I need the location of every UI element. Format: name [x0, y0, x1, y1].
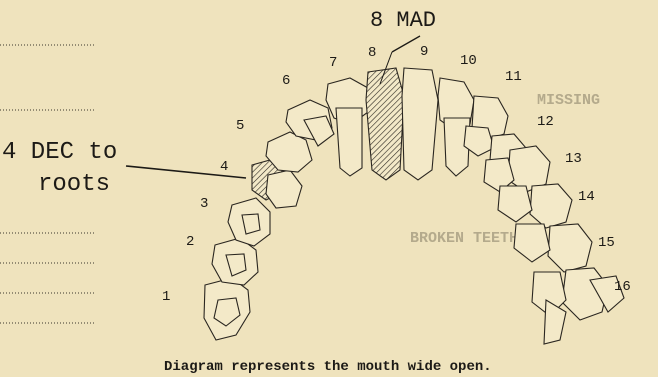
tooth-number-14: 14	[578, 189, 595, 205]
teeth-front	[326, 68, 474, 180]
tooth-number-10: 10	[460, 53, 477, 69]
annotation-8-mad: 8 MAD	[370, 8, 436, 33]
tooth-number-3: 3	[200, 196, 208, 212]
pointer-line-8	[392, 36, 420, 52]
annotation-4-dec-line1: 4 DEC to	[2, 139, 117, 166]
annotation-4-dec-line2: roots	[38, 171, 110, 198]
tooth-number-4: 4	[220, 159, 228, 175]
tooth-number-2: 2	[186, 234, 194, 250]
tooth-number-5: 5	[236, 118, 244, 134]
teeth-left	[204, 100, 334, 340]
tooth-number-6: 6	[282, 73, 290, 89]
tooth-number-12: 12	[537, 114, 554, 130]
tooth-number-8: 8	[368, 45, 376, 61]
faded-broken-heading: BROKEN TEETH	[410, 230, 518, 247]
tooth-number-13: 13	[565, 151, 582, 167]
diagram-caption: Diagram represents the mouth wide open.	[164, 359, 492, 375]
tooth-number-15: 15	[598, 235, 615, 251]
teeth-right	[464, 96, 624, 344]
tooth-number-11: 11	[505, 69, 522, 85]
tooth-number-16: 16	[614, 279, 631, 295]
faded-missing-heading: MISSING	[537, 92, 600, 109]
tooth-number-7: 7	[329, 55, 337, 71]
tooth-number-9: 9	[420, 44, 428, 60]
tooth-number-1: 1	[162, 289, 170, 305]
